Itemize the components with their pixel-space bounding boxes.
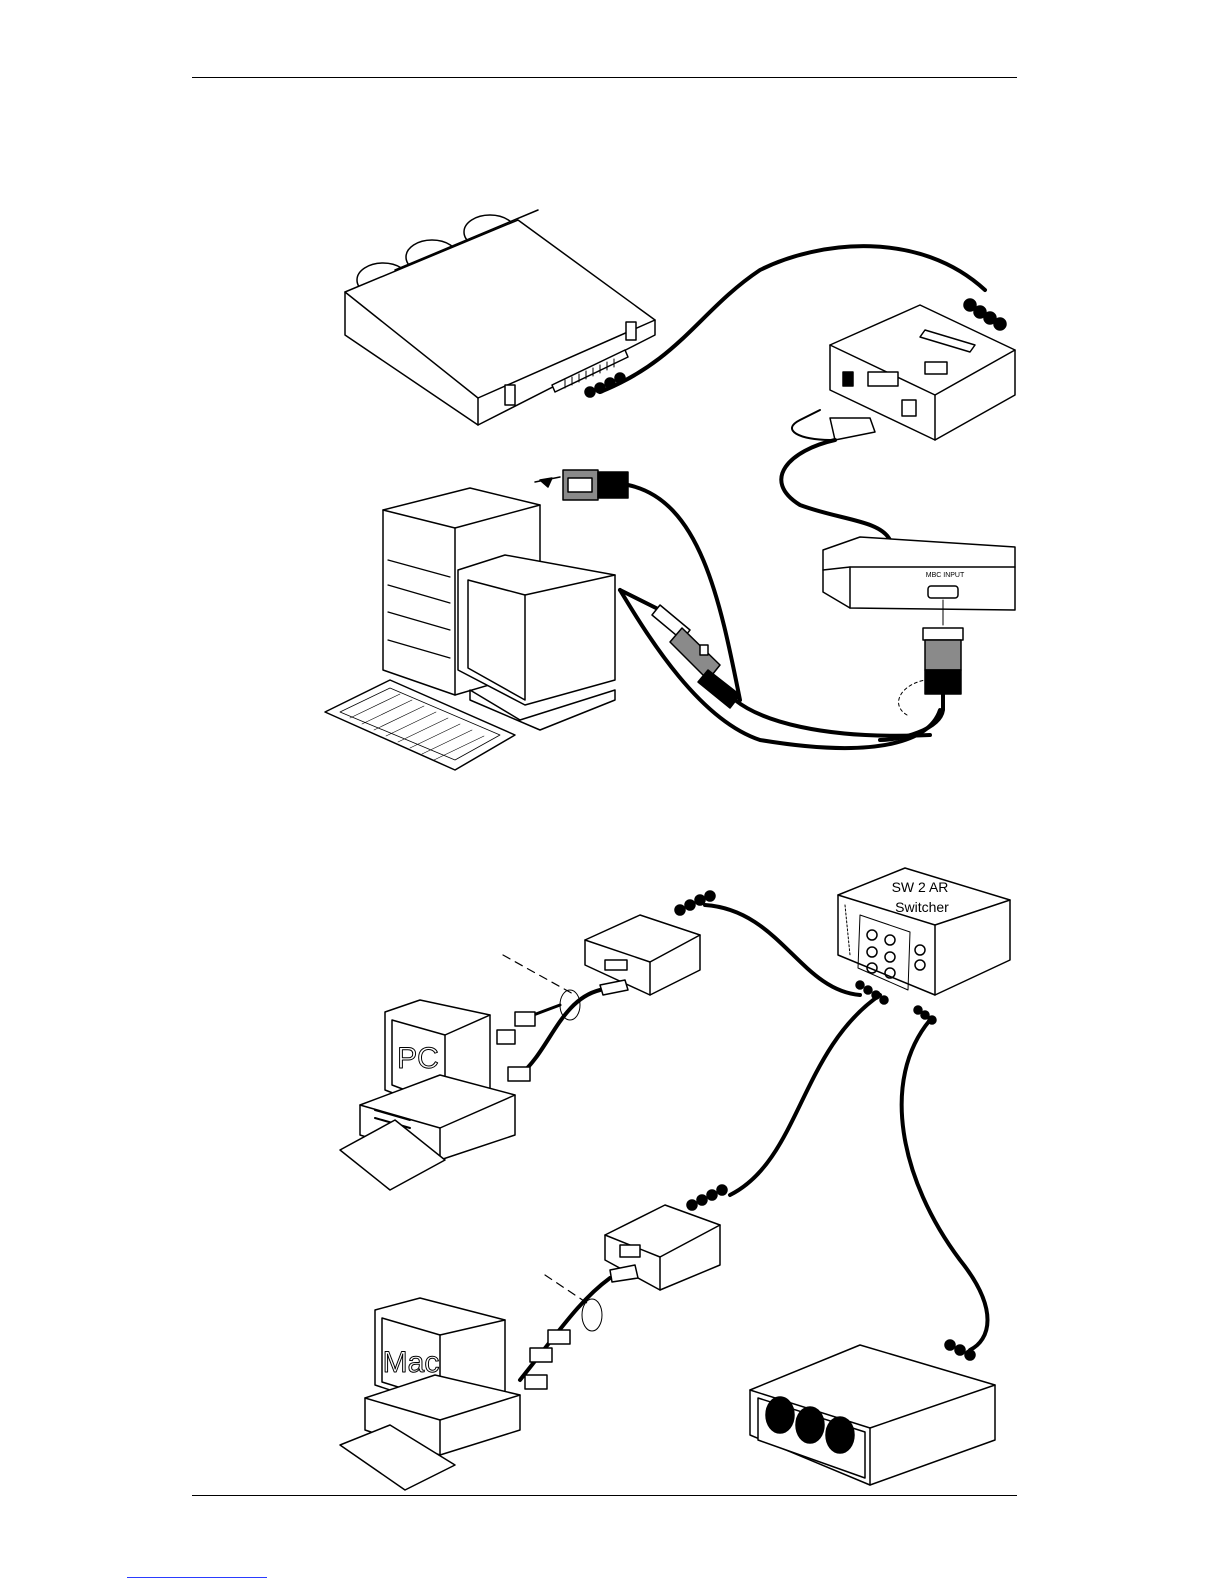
cable-interface-to-rgb: [781, 440, 890, 540]
switcher-label-line1: SW 2 AR: [892, 879, 949, 895]
pc-interface-box: [585, 915, 700, 995]
interface-connector-top: [830, 418, 875, 440]
mac-computer: Mac: [340, 1298, 520, 1490]
cable-switcher-to-projector: [902, 1020, 988, 1350]
cable-pc-interface-to-switcher: [705, 905, 860, 995]
keyboard-top: [325, 680, 515, 770]
projector-top: [345, 210, 655, 425]
cable-mac-interface-to-switcher: [730, 995, 880, 1195]
mbc-input-label: MBC INPUT: [926, 572, 965, 579]
mac-cable-leader: [545, 1275, 590, 1305]
pc-monitor-label: PC: [397, 1042, 439, 1075]
mac-monitor-label: Mac: [383, 1346, 440, 1379]
switcher-label-line2: Switcher: [895, 899, 949, 915]
crt-monitor-top: [458, 555, 615, 730]
sw2ar-switcher: SW 2 AR Switcher: [838, 868, 1010, 995]
pc-cable-leader: [503, 955, 575, 995]
rca-connectors-top: [964, 299, 1006, 330]
mbc-interface-box: MBC INPUT: [823, 537, 1015, 625]
switcher-output-rca: [914, 1006, 975, 1360]
rca-connectors-mac: [687, 1185, 727, 1210]
pc-computer: PC: [340, 1000, 515, 1190]
projector-bottom: [750, 1345, 995, 1485]
mbc-cable-connector: [880, 628, 963, 740]
rca-connectors-pc: [675, 891, 715, 915]
